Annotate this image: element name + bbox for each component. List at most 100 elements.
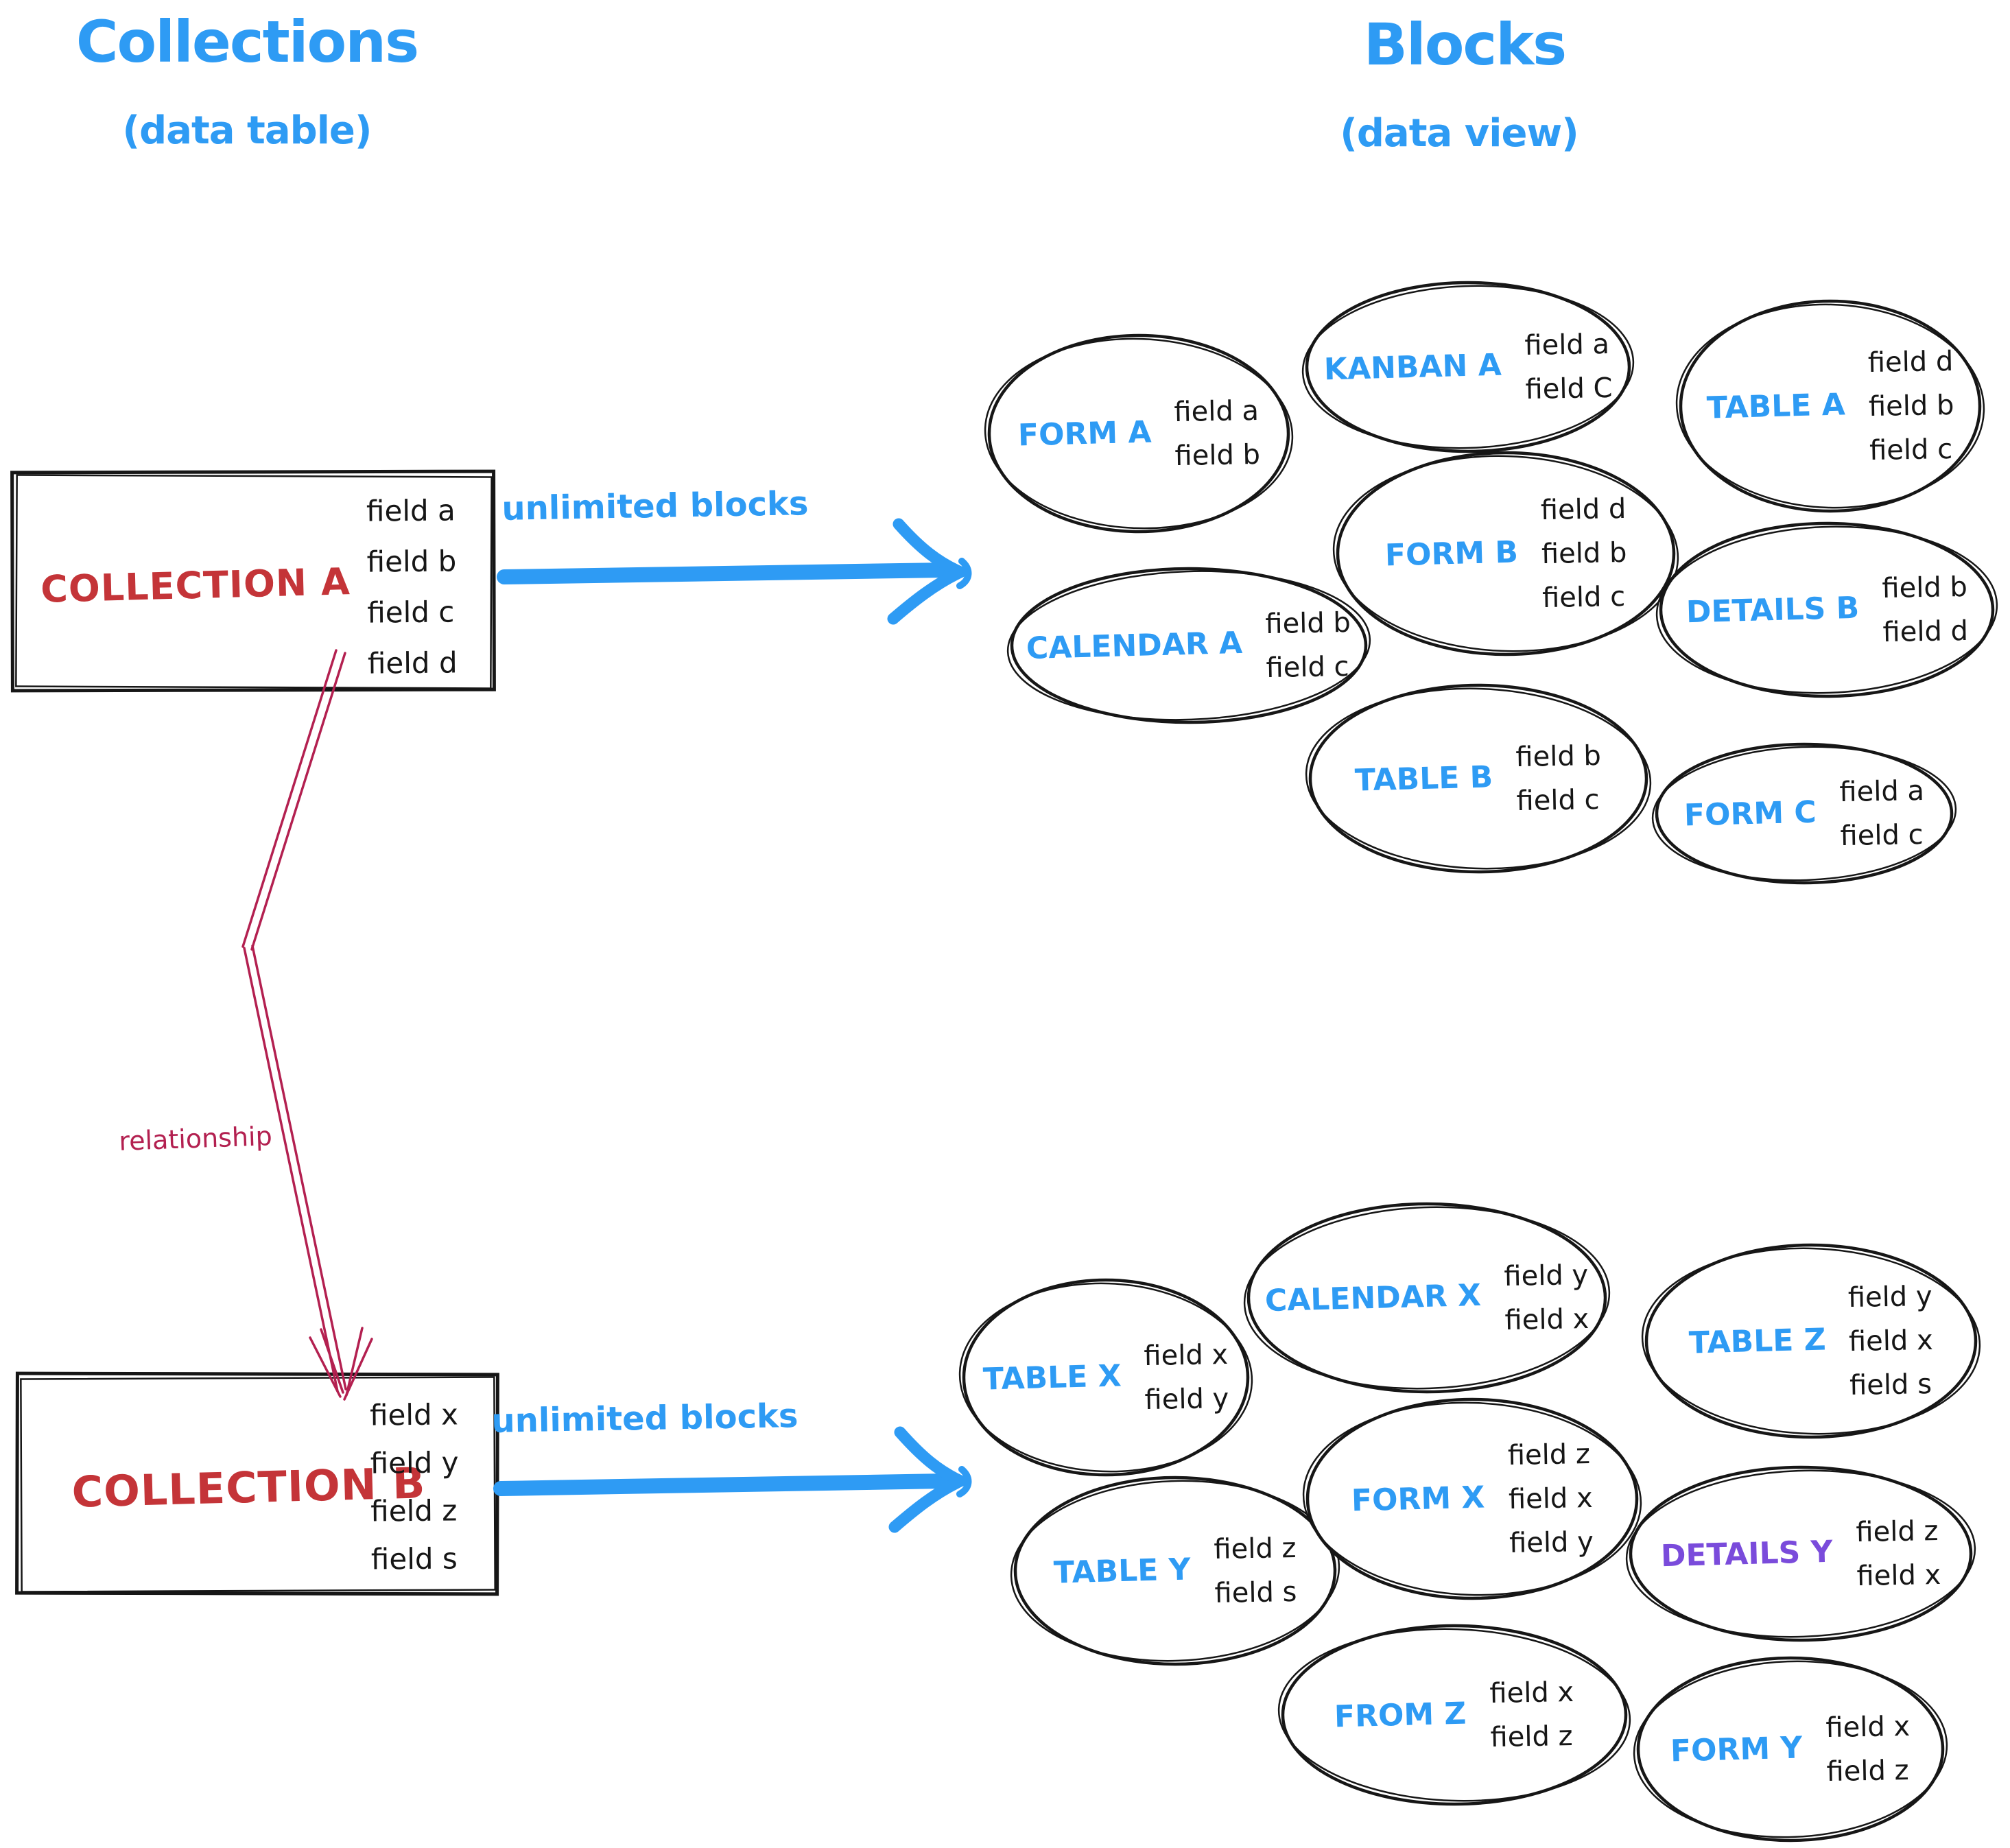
block-table-a: TABLE A field d field b field c: [1681, 301, 1980, 511]
block-field: field z: [1825, 1754, 1909, 1788]
block-field: field c: [1541, 580, 1626, 615]
block-field: field d: [1540, 493, 1627, 527]
block-table-y-fields: field z field s: [1214, 1526, 1297, 1615]
collection-b-fields: field x field y field z field s: [370, 1390, 460, 1583]
block-form-b: FORM B field d field b field c: [1338, 453, 1674, 654]
ellipse-calendar-a: [1006, 567, 1371, 724]
block-form-x-label: FORM X: [1351, 1479, 1486, 1519]
block-table-y-label: TABLE Y: [1053, 1551, 1192, 1591]
collection-a-field: field d: [367, 645, 458, 680]
block-details-b-label: DETAILS B: [1686, 590, 1860, 630]
ellipse-table-y: [1010, 1476, 1340, 1666]
right-column-title: Blocks: [1363, 11, 1567, 78]
block-form-b-label: FORM B: [1384, 534, 1519, 573]
block-form-a-label: FORM A: [1017, 414, 1152, 453]
block-from-z-fields: field x field z: [1489, 1670, 1575, 1760]
ellipse-form-b: [1332, 451, 1679, 656]
collection-a-name: COLLECTION A: [40, 560, 351, 611]
block-field: field x: [1504, 1303, 1589, 1337]
block-field: field y: [1144, 1382, 1230, 1417]
collection-b-field: field x: [369, 1397, 459, 1432]
collection-a-field: field c: [367, 595, 455, 630]
unlimited-blocks-arrow-bottom: [493, 1426, 972, 1533]
ellipse-form-y: [1633, 1656, 1948, 1843]
block-form-c-fields: field a field c: [1838, 769, 1925, 858]
block-field: field y: [1847, 1280, 1933, 1314]
block-table-b-label: TABLE B: [1354, 759, 1493, 798]
block-field: field b: [1868, 389, 1954, 423]
block-field: field c: [1869, 433, 1953, 467]
block-table-b: TABLE B field b field c: [1310, 685, 1646, 872]
block-details-b: DETAILS B field b field d: [1661, 523, 1993, 696]
block-details-b-fields: field b field d: [1882, 565, 1969, 654]
block-form-c-label: FORM C: [1683, 794, 1817, 833]
block-calendar-a-label: CALENDAR A: [1026, 625, 1243, 666]
block-field: field y: [1504, 1259, 1589, 1293]
block-form-c: FORM C field a field c: [1657, 744, 1952, 883]
block-details-y-label: DETAILS Y: [1660, 1534, 1834, 1574]
block-field: field x: [1825, 1710, 1911, 1744]
block-field: field x: [1489, 1676, 1574, 1710]
block-field: field a: [1838, 774, 1924, 809]
block-table-b-fields: field b field c: [1515, 734, 1603, 823]
block-field: field x: [1508, 1482, 1593, 1516]
block-table-a-label: TABLE A: [1706, 386, 1846, 426]
collection-b-field: field s: [370, 1541, 458, 1576]
block-table-z: TABLE Z field y field x field s: [1646, 1245, 1976, 1437]
block-field: field C: [1525, 372, 1613, 406]
collection-a-field: field a: [366, 493, 456, 528]
ellipse-form-c: [1651, 742, 1957, 885]
block-form-x: FORM X field z field x field y: [1308, 1399, 1637, 1598]
block-field: field b: [1541, 536, 1627, 571]
collection-a-fields: field a field b field c field d: [366, 485, 458, 689]
unlimited-blocks-label-bottom: unlimited blocks: [491, 1397, 799, 1441]
block-calendar-x: CALENDAR X field y field x: [1249, 1204, 1605, 1392]
block-field: field b: [1174, 438, 1261, 473]
unlimited-blocks-arrow-top: [497, 518, 972, 625]
block-form-y-fields: field x field z: [1825, 1705, 1911, 1794]
block-details-y-fields: field z field x: [1856, 1509, 1941, 1598]
block-field: field d: [1882, 615, 1969, 649]
block-field: field b: [1881, 571, 1968, 605]
collection-b-field: field z: [370, 1493, 458, 1528]
block-field: field z: [1489, 1720, 1573, 1754]
block-field: field a: [1174, 394, 1260, 429]
block-kanban-a-fields: field a field C: [1524, 322, 1613, 412]
ellipse-table-b: [1305, 683, 1652, 874]
ellipse-table-x: [958, 1278, 1253, 1477]
right-column-subtitle: (data view): [1340, 111, 1579, 156]
block-calendar-x-label: CALENDAR X: [1264, 1277, 1482, 1318]
block-from-z-label: FROM Z: [1334, 1695, 1467, 1735]
ellipse-kanban-a: [1301, 281, 1635, 453]
block-field: field z: [1855, 1515, 1939, 1549]
block-field: field d: [1867, 345, 1954, 379]
block-field: field z: [1507, 1438, 1591, 1472]
block-field: field c: [1839, 818, 1924, 853]
collection-a-field: field b: [366, 544, 457, 579]
block-field: field b: [1515, 739, 1602, 774]
block-form-b-fields: field d field b field c: [1540, 487, 1628, 620]
block-field: field a: [1524, 328, 1610, 362]
ellipse-calendar-x: [1243, 1202, 1611, 1394]
block-field: field x: [1144, 1338, 1229, 1373]
block-calendar-x-fields: field y field x: [1504, 1253, 1589, 1342]
block-form-a-fields: field a field b: [1174, 389, 1261, 478]
ellipse-table-a: [1675, 299, 1985, 513]
block-table-a-fields: field d field b field c: [1867, 340, 1955, 473]
collection-b-field: field y: [370, 1445, 459, 1480]
unlimited-blocks-label-top: unlimited blocks: [501, 484, 809, 528]
block-table-z-label: TABLE Z: [1688, 1321, 1827, 1361]
block-table-x: TABLE X field x field y: [964, 1280, 1248, 1475]
block-table-x-label: TABLE X: [982, 1358, 1122, 1397]
collection-a-box: [10, 469, 496, 693]
block-details-y: DETAILS Y field z field x: [1631, 1467, 1971, 1640]
block-form-a: FORM A field a field b: [989, 335, 1288, 532]
ellipse-details-b: [1655, 521, 1998, 698]
block-field: field x: [1856, 1559, 1941, 1593]
block-kanban-a-label: KANBAN A: [1323, 347, 1502, 387]
block-form-y-label: FORM Y: [1670, 1729, 1804, 1769]
block-field: field y: [1509, 1526, 1594, 1560]
block-form-x-fields: field z field x field y: [1507, 1432, 1594, 1565]
left-column-title: Collections: [75, 8, 419, 75]
